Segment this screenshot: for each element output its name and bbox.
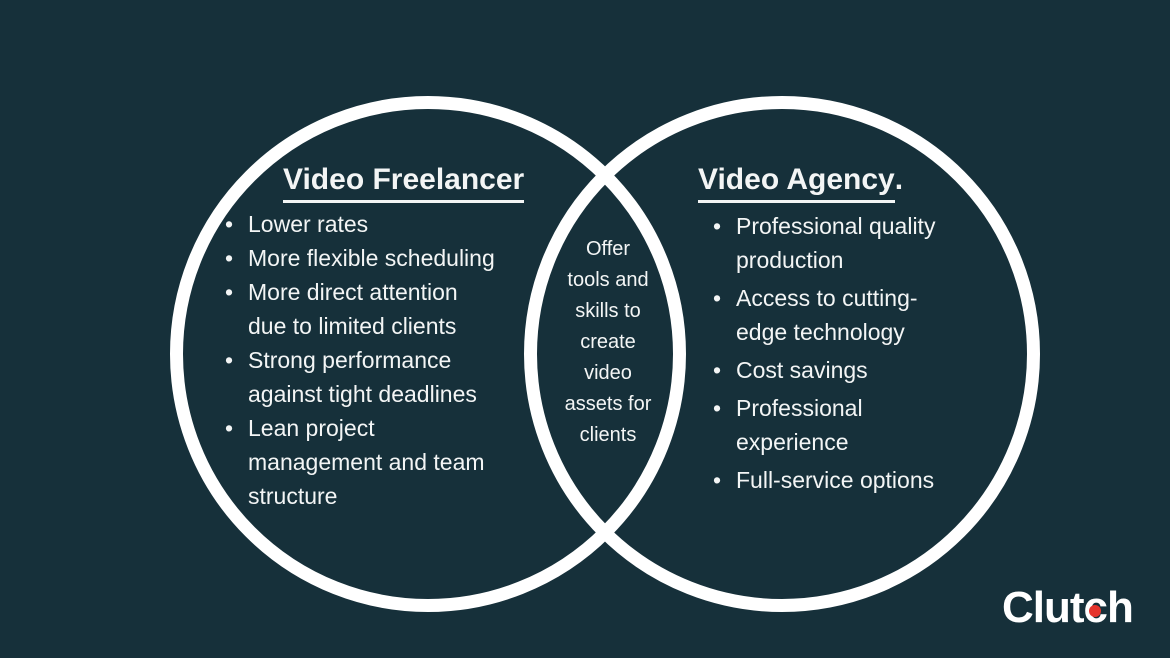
list-item-line: Professional quality xyxy=(736,213,936,239)
list-item-line: due to limited clients xyxy=(248,313,457,339)
clutch-logo-text: Clut xyxy=(1002,583,1085,632)
overlap-line: tools and xyxy=(567,269,649,291)
list-item: Strong performance against tight deadlin… xyxy=(225,343,495,411)
list-item-line: Lean project xyxy=(248,415,375,441)
clutch-logo-text: h xyxy=(1107,583,1134,632)
list-item-line: Full-service options xyxy=(736,467,935,493)
list-item: Lean project management and team structu… xyxy=(225,411,495,513)
list-item-line: structure xyxy=(248,483,338,509)
list-item: Professional experience xyxy=(713,391,935,459)
list-item-line: Lower rates xyxy=(248,211,369,237)
list-item: Cost savings xyxy=(713,353,935,387)
list-item: Professional quality production xyxy=(713,209,935,277)
clutch-dot-icon xyxy=(1088,605,1101,617)
clutch-logo-c: c xyxy=(1084,583,1109,633)
overlap-line: clients xyxy=(579,424,637,446)
overlap-text: Offer tools and skills to create video a… xyxy=(565,234,652,451)
clutch-logo: Clutch xyxy=(1002,583,1134,633)
list-item-line: production xyxy=(736,247,844,273)
list-item-line: edge technology xyxy=(736,319,905,345)
agency-list: Professional quality production Access t… xyxy=(713,209,935,501)
list-item-line: More direct attention xyxy=(248,279,458,305)
list-item-line: Strong performance xyxy=(248,347,452,373)
overlap-line: assets for xyxy=(564,393,652,415)
list-item: Access to cutting- edge technology xyxy=(713,281,935,349)
video-agency-title-text: Video Agency xyxy=(698,163,895,203)
list-item-line: Access to cutting- xyxy=(736,285,918,311)
list-item-line: Professional xyxy=(736,395,863,421)
list-item: Full-service options xyxy=(713,463,935,497)
overlap-line: skills to xyxy=(575,300,641,322)
list-item: More direct attention due to limited cli… xyxy=(225,275,495,343)
list-item-line: management and team xyxy=(248,449,485,475)
overlap-line: Offer xyxy=(585,238,631,260)
list-item-line: against tight deadlines xyxy=(248,381,477,407)
overlap-line: create xyxy=(580,331,636,353)
list-item-line: More flexible scheduling xyxy=(248,245,495,271)
list-item: More flexible scheduling xyxy=(225,241,495,275)
video-freelancer-title-text: Video Freelancer xyxy=(283,163,525,203)
list-item-line: experience xyxy=(736,429,849,455)
freelancer-list: Lower rates More flexible scheduling Mor… xyxy=(225,207,495,513)
list-item: Lower rates xyxy=(225,207,495,241)
list-item-line: Cost savings xyxy=(736,357,868,383)
video-agency-title: Video Agency. xyxy=(698,163,903,203)
video-freelancer-title: Video Freelancer xyxy=(283,163,525,203)
overlap-line: video xyxy=(584,362,632,384)
video-agency-title-period: . xyxy=(894,163,904,196)
